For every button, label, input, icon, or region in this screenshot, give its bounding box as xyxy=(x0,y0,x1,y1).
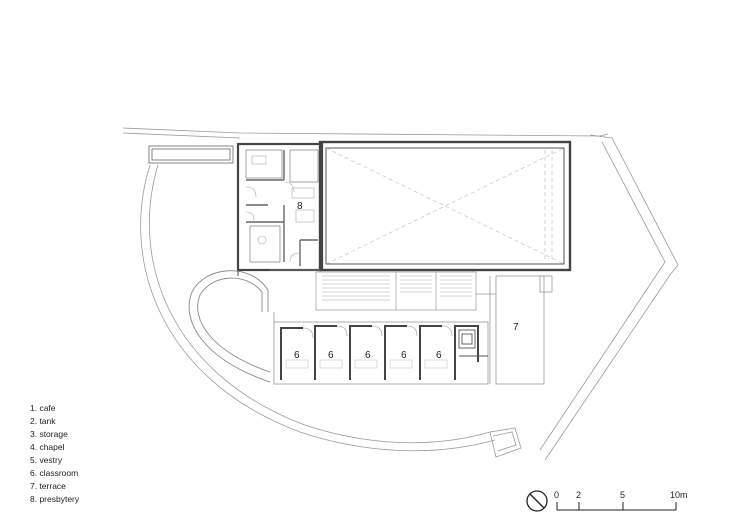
classroom-door-swings xyxy=(302,325,453,339)
chapel-roof-lines xyxy=(325,147,565,265)
room-number-classroom-1: 6 xyxy=(294,350,300,361)
legend-item-cafe: 1. cafe xyxy=(30,403,56,413)
chapel-hall xyxy=(318,140,572,272)
legend-item-storage: 3. storage xyxy=(30,429,68,439)
north-arrow-icon xyxy=(526,490,548,512)
room-number-presbytery: 8 xyxy=(297,201,303,212)
planter-box xyxy=(148,145,234,164)
scale-tick-5: 5 xyxy=(620,490,625,500)
room-number-terrace: 7 xyxy=(513,322,519,333)
legend-item-tank: 2. tank xyxy=(30,416,56,426)
scale-tick-10m: 10m xyxy=(670,490,688,500)
site-boundary xyxy=(122,127,679,461)
curved-ramp xyxy=(188,270,271,383)
legend: 1. cafe 2. tank 3. storage 4. chapel 5. … xyxy=(30,403,80,504)
legend-item-vestry: 5. vestry xyxy=(30,455,63,465)
room-number-classroom-3: 6 xyxy=(365,350,371,361)
scale-bar xyxy=(556,502,677,511)
presbytery-furniture xyxy=(245,155,315,263)
restroom-block xyxy=(458,329,488,357)
classroom-walls xyxy=(280,325,479,380)
room-number-classroom-5: 6 xyxy=(436,350,442,361)
connector-walls xyxy=(237,269,320,276)
terrace-area xyxy=(476,275,553,385)
stair-lobby xyxy=(315,271,477,311)
classroom-wing xyxy=(273,312,489,385)
legend-item-presbytery: 8. presbytery xyxy=(30,494,80,504)
scale-tick-2: 2 xyxy=(576,490,581,500)
legend-item-classroom: 6. classroom xyxy=(30,468,78,478)
legend-item-terrace: 7. terrace xyxy=(30,481,66,491)
room-number-classroom-4: 6 xyxy=(401,350,407,361)
presbytery-interior xyxy=(245,149,319,266)
room-number-classroom-2: 6 xyxy=(328,350,334,361)
scale-tick-0: 0 xyxy=(554,490,559,500)
legend-item-chapel: 4. chapel xyxy=(30,442,65,452)
classroom-desks xyxy=(285,359,448,369)
stair-treads xyxy=(322,275,472,301)
